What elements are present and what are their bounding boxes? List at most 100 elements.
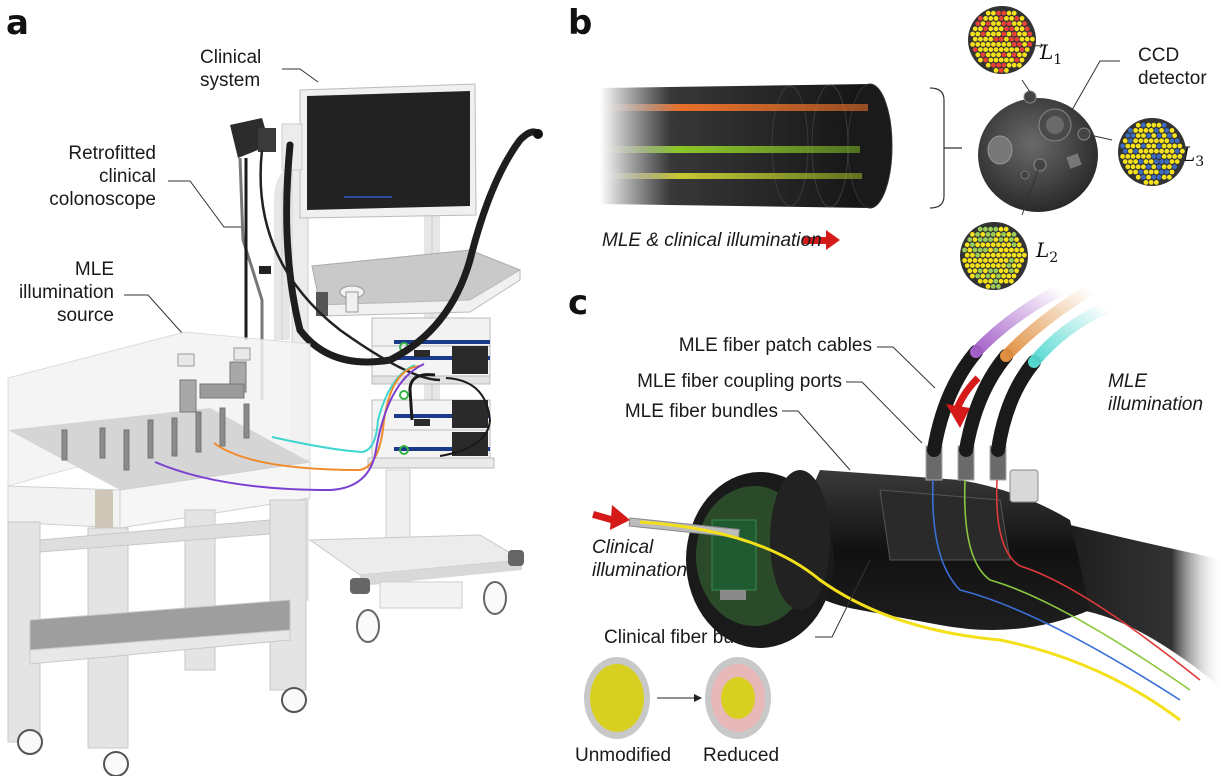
fiber-core (1014, 16, 1020, 21)
fiber-core (1014, 247, 1019, 253)
fiber-core (1164, 148, 1170, 154)
fiber-core (978, 16, 983, 21)
fiber-core (1011, 252, 1017, 258)
fiber-core (1135, 143, 1141, 149)
fiber-core (993, 36, 999, 42)
fiber-core (1004, 47, 1009, 52)
fiber-core (1161, 154, 1167, 159)
label-line: CCD (1138, 45, 1180, 66)
fiber-core (1151, 154, 1157, 159)
fiber-core (977, 226, 983, 232)
fiber-core (1003, 258, 1009, 263)
fiber-core (964, 252, 970, 258)
fiber-core (1151, 164, 1157, 170)
fiber-core (1001, 62, 1007, 68)
fiber-core (1172, 154, 1177, 159)
fiber-core (970, 273, 975, 279)
fiber-core (993, 16, 999, 21)
leader-line-clinical-fiber-bundle (815, 559, 871, 638)
fiber-core (985, 252, 991, 258)
table-wheels (17, 687, 307, 776)
fiber-core (1122, 159, 1128, 165)
fiber-core (998, 226, 1004, 232)
label-line: system (200, 70, 261, 91)
fiber-core (1027, 31, 1033, 37)
label-L2: L2 (1036, 238, 1058, 266)
fiber-core (1024, 26, 1030, 32)
label-line: source (56, 305, 114, 326)
fiber-core (988, 226, 993, 232)
fiber-core (980, 232, 986, 237)
fiber-core (1011, 263, 1017, 268)
red-arrow-mle (946, 375, 981, 428)
fiber-core (1138, 169, 1144, 175)
fiber-core (993, 247, 999, 253)
fiber-core (1016, 242, 1022, 248)
fiber-core (1164, 169, 1170, 175)
fiber-core (1141, 122, 1146, 128)
fiber-core (991, 31, 996, 37)
fiber-core (1014, 36, 1020, 42)
label-line: detector (1138, 68, 1207, 89)
fiber-core (985, 21, 991, 26)
fiber-core (1161, 143, 1167, 149)
fiber-core (975, 273, 980, 279)
fiber-core (972, 237, 978, 243)
fiber-core (998, 26, 1004, 32)
fiber-core (988, 16, 994, 21)
fiber-core (1174, 138, 1180, 144)
fiber-core (1143, 180, 1149, 185)
cart-wheels (356, 581, 507, 643)
optical-table (7, 331, 311, 776)
fiber-core (1156, 174, 1162, 180)
fiber-core (1001, 242, 1006, 248)
fiber-core (1156, 122, 1162, 128)
fiber-core (1143, 159, 1149, 165)
fiber-core (1167, 174, 1172, 180)
fiber-core (1143, 138, 1149, 144)
fiber-core (970, 232, 975, 237)
fiber-core (1001, 52, 1007, 58)
fiber-core (1006, 252, 1012, 258)
fiber-core (1016, 252, 1022, 258)
fiber-core (1001, 21, 1007, 26)
label-line: colonoscope (49, 189, 156, 210)
fiber-core (1169, 159, 1175, 165)
fiber-core (1019, 16, 1025, 21)
fiber-core (1143, 148, 1149, 154)
fiber-core (1151, 122, 1157, 128)
fiber-core (996, 273, 1001, 279)
fiber-core (985, 242, 991, 248)
fiber-core (977, 268, 983, 274)
fiber-core (1148, 148, 1154, 154)
fiber-core (983, 16, 988, 21)
fiber-core (1151, 143, 1157, 149)
fiber-core (1159, 148, 1164, 154)
subscript: 1 (1053, 52, 1063, 68)
fiber-core (1120, 143, 1125, 149)
fiber-core (972, 36, 978, 42)
fiber-core (998, 57, 1004, 63)
fiber-core (1133, 148, 1138, 154)
fiber-core (1151, 133, 1157, 139)
fiber-core (1024, 47, 1030, 52)
fiber-core (996, 284, 1001, 289)
fiber-blue (931, 479, 1181, 701)
fiber-core (983, 237, 988, 243)
fiber-core (1130, 143, 1136, 149)
fiber-core (1141, 154, 1146, 159)
fiber-core (1133, 169, 1138, 175)
fiber-core (1004, 68, 1009, 73)
label-line: clinical (98, 166, 156, 187)
fiber-core (1001, 10, 1007, 16)
fiber-core (1148, 127, 1154, 133)
fiber-core (988, 237, 993, 243)
fiber-core (967, 268, 973, 274)
fiber-core (1133, 159, 1138, 165)
arrow-unmodified-to-reduced (657, 694, 702, 702)
fiber-core (1174, 159, 1180, 165)
label-mle-illumination: MLE illumination (1108, 370, 1203, 416)
fiber-core (1022, 252, 1027, 258)
fiber-core (1167, 154, 1172, 159)
